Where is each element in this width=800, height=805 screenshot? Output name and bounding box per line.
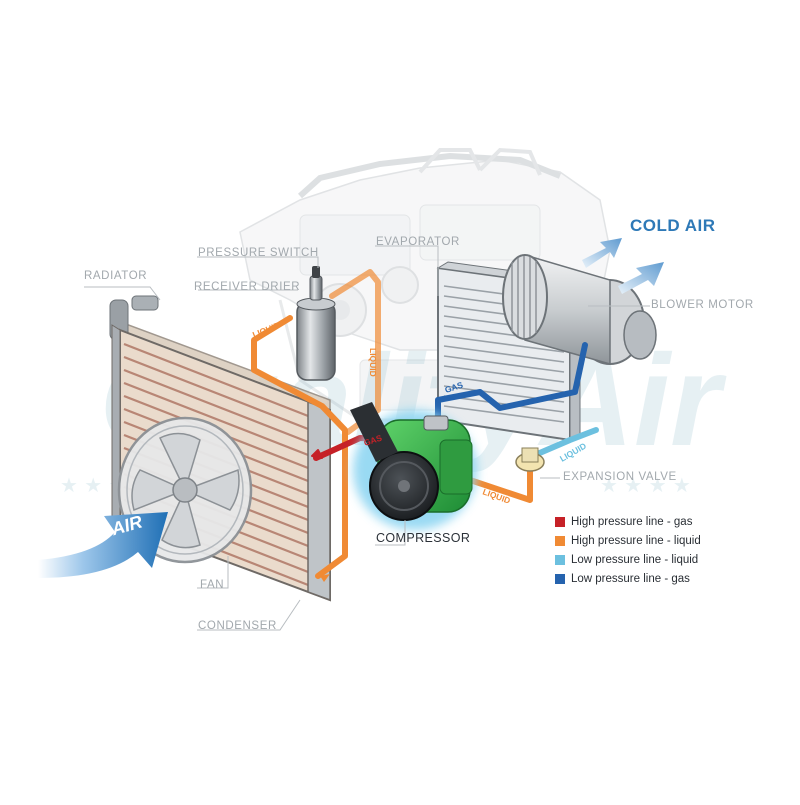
label-fan: FAN <box>200 579 225 591</box>
callout-lines <box>84 245 650 631</box>
legend-swatch-high-gas <box>555 516 565 527</box>
flow-label-liquid-vertical: LIQUID <box>368 348 378 377</box>
line-high-liquid <box>251 315 348 579</box>
receiver-drier <box>296 266 336 381</box>
watermark-stars-right: ★ ★ ★ ★ <box>600 473 691 497</box>
line-high-liquid-valve <box>467 462 533 503</box>
legend-item: High pressure line - gas <box>555 512 701 531</box>
blower-motor <box>502 253 657 365</box>
air-arrow-icon: AIR <box>38 512 168 578</box>
legend-label: Low pressure line - gas <box>571 572 690 585</box>
line-low-liquid <box>532 427 599 458</box>
legend-item: Low pressure line - gas <box>555 569 701 588</box>
legend-swatch-low-gas <box>555 573 565 584</box>
label-radiator: RADIATOR <box>84 270 148 282</box>
label-pressure-switch: PRESSURE SWITCH <box>198 247 319 259</box>
label-evaporator: EVAPORATOR <box>376 236 460 248</box>
legend-swatch-high-liquid <box>555 535 565 546</box>
label-compressor: COMPRESSOR <box>376 531 471 545</box>
legend-label: High pressure line - gas <box>571 515 693 528</box>
legend-item: High pressure line - liquid <box>555 531 701 550</box>
label-condenser: CONDENSER <box>198 620 277 632</box>
compressor <box>350 402 477 530</box>
line-low-gas <box>435 342 588 433</box>
label-expansion-valve: EXPANSION VALVE <box>563 471 677 483</box>
legend-label: High pressure line - liquid <box>571 534 701 547</box>
legend-label: Low pressure line - liquid <box>571 553 699 566</box>
cold-air-arrows-icon <box>582 238 664 294</box>
expansion-valve <box>515 447 545 472</box>
label-cold-air: COLD AIR <box>630 216 716 235</box>
legend: High pressure line - gas High pressure l… <box>555 512 701 588</box>
label-receiver-drier: RECEIVER DRIER <box>194 281 301 293</box>
legend-item: Low pressure line - liquid <box>555 550 701 569</box>
legend-swatch-low-liquid <box>555 554 565 565</box>
label-blower-motor: BLOWER MOTOR <box>651 299 754 311</box>
